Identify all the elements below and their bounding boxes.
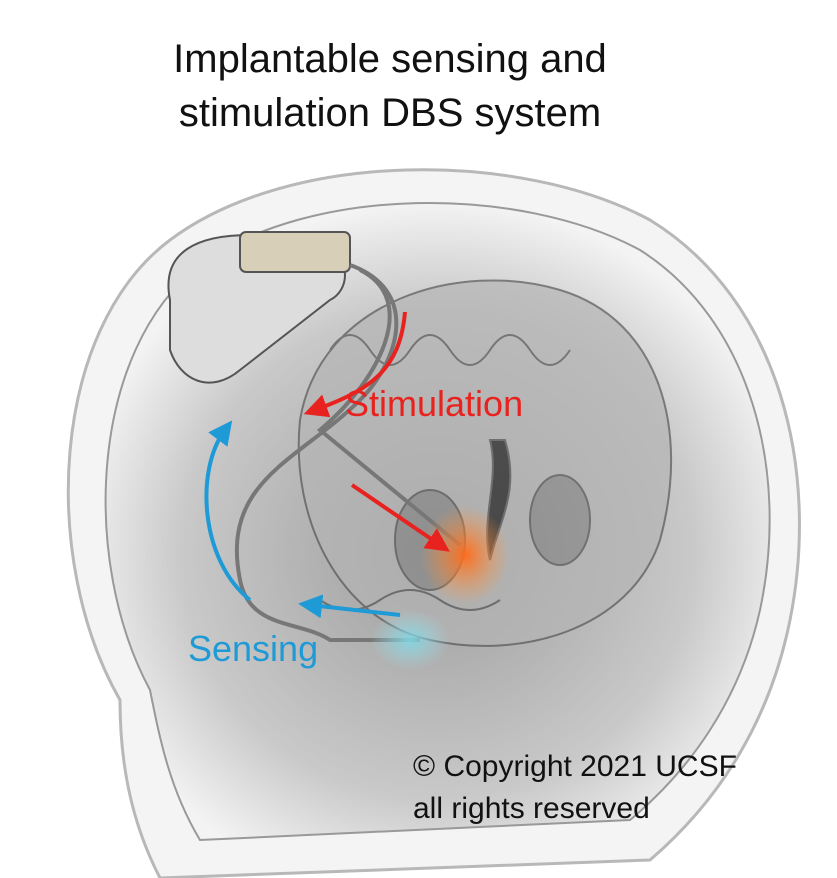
neurostimulator-device bbox=[167, 231, 351, 384]
sensing-arrow-lower bbox=[298, 594, 401, 619]
stimulation-arrows bbox=[303, 311, 450, 552]
sensing-arrows bbox=[204, 420, 401, 619]
sensing-target-glow bbox=[370, 610, 450, 670]
sensing-label: Sensing bbox=[188, 628, 319, 669]
leads bbox=[234, 263, 462, 642]
stimulation-arrow-upper bbox=[303, 311, 407, 418]
stimulation-arrow-lower bbox=[350, 483, 450, 552]
copyright-line-1: © Copyright 2021 UCSF bbox=[413, 750, 737, 783]
stimulation-label: Stimulation bbox=[345, 383, 524, 424]
stimulation-target-glow bbox=[420, 505, 510, 605]
title-line-2: stimulation DBS system bbox=[178, 91, 602, 135]
sensing-arrow-upper bbox=[204, 420, 252, 602]
copyright-line-2: all rights reserved bbox=[413, 792, 650, 825]
title-line-1: Implantable sensing and bbox=[173, 37, 607, 81]
